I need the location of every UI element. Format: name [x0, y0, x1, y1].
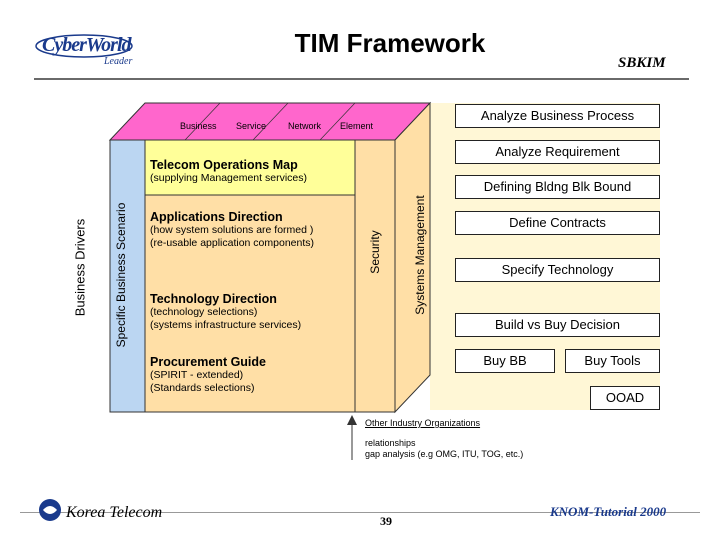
note-title: Other Industry Organizations — [365, 418, 481, 428]
box-buy-tools: Buy Tools — [565, 349, 660, 373]
footer-divider — [20, 512, 700, 513]
kt-logo-icon — [39, 499, 61, 521]
business-scenario-label: Specific Business Scenario — [114, 202, 128, 348]
section-desc: (systems infrastructure services) — [150, 319, 302, 331]
tab-business: Business — [180, 121, 217, 131]
header-divider — [34, 78, 689, 80]
box-build-vs-buy: Build vs Buy Decision — [455, 313, 660, 337]
section-applications: Applications Direction (how system solut… — [150, 210, 355, 250]
box-define-contracts: Define Contracts — [455, 211, 660, 235]
korea-telecom-logo — [38, 498, 62, 527]
box-specify-technology: Specify Technology — [455, 258, 660, 282]
logo-text: CyberWorld — [42, 34, 132, 56]
section-title: Applications Direction — [150, 210, 283, 224]
business-drivers-label: Business Drivers — [72, 218, 88, 317]
systems-management-label: Systems Management — [413, 195, 427, 315]
section-desc: (SPIRIT - extended) — [150, 369, 244, 381]
section-desc: (supplying Management services) — [150, 172, 307, 184]
logo-subtext: Leader — [104, 56, 133, 67]
cyberworld-logo: CyberWorld Leader — [34, 32, 144, 72]
section-technology: Technology Direction (technology selecti… — [150, 292, 355, 332]
box-ooad: OOAD — [590, 386, 660, 410]
page-number: 39 — [380, 514, 392, 528]
section-title: Telecom Operations Map — [150, 158, 298, 172]
section-telecom-ops: Telecom Operations Map (supplying Manage… — [150, 158, 350, 185]
section-desc: (Standards selections) — [150, 382, 255, 394]
tab-element: Element — [340, 121, 374, 131]
org-label: SBKIM — [618, 55, 666, 71]
section-desc: (how system solutions are formed ) — [150, 224, 314, 236]
section-title: Procurement Guide — [150, 355, 266, 369]
page-title: TIM Framework — [294, 28, 486, 58]
footer-tutorial: KNOM-Tutorial 2000 — [550, 504, 667, 519]
section-desc: (re-usable application components) — [150, 237, 315, 249]
peach-area — [144, 194, 356, 413]
box-analyze-business-process: Analyze Business Process — [455, 104, 660, 128]
section-procurement: Procurement Guide (SPIRIT - extended) (S… — [150, 355, 355, 395]
top-band — [108, 102, 432, 141]
box-defining-bldng: Defining Bldng Blk Bound — [455, 175, 660, 199]
box-buy-bb: Buy BB — [455, 349, 555, 373]
note-line1: relationships — [365, 438, 416, 448]
section-title: Technology Direction — [150, 292, 277, 306]
note-line2: gap analysis (e.g OMG, ITU, TOG, etc.) — [365, 449, 524, 459]
tab-network: Network — [288, 121, 322, 131]
telecom-ops-area — [144, 139, 356, 196]
security-label: Security — [368, 230, 382, 274]
box-analyze-requirement: Analyze Requirement — [455, 140, 660, 164]
section-desc: (technology selections) — [150, 306, 258, 318]
scenario-bar — [109, 139, 146, 413]
logo-swoosh-icon — [35, 34, 133, 58]
footer-company: Korea Telecom — [66, 504, 163, 521]
tab-service: Service — [236, 121, 267, 131]
